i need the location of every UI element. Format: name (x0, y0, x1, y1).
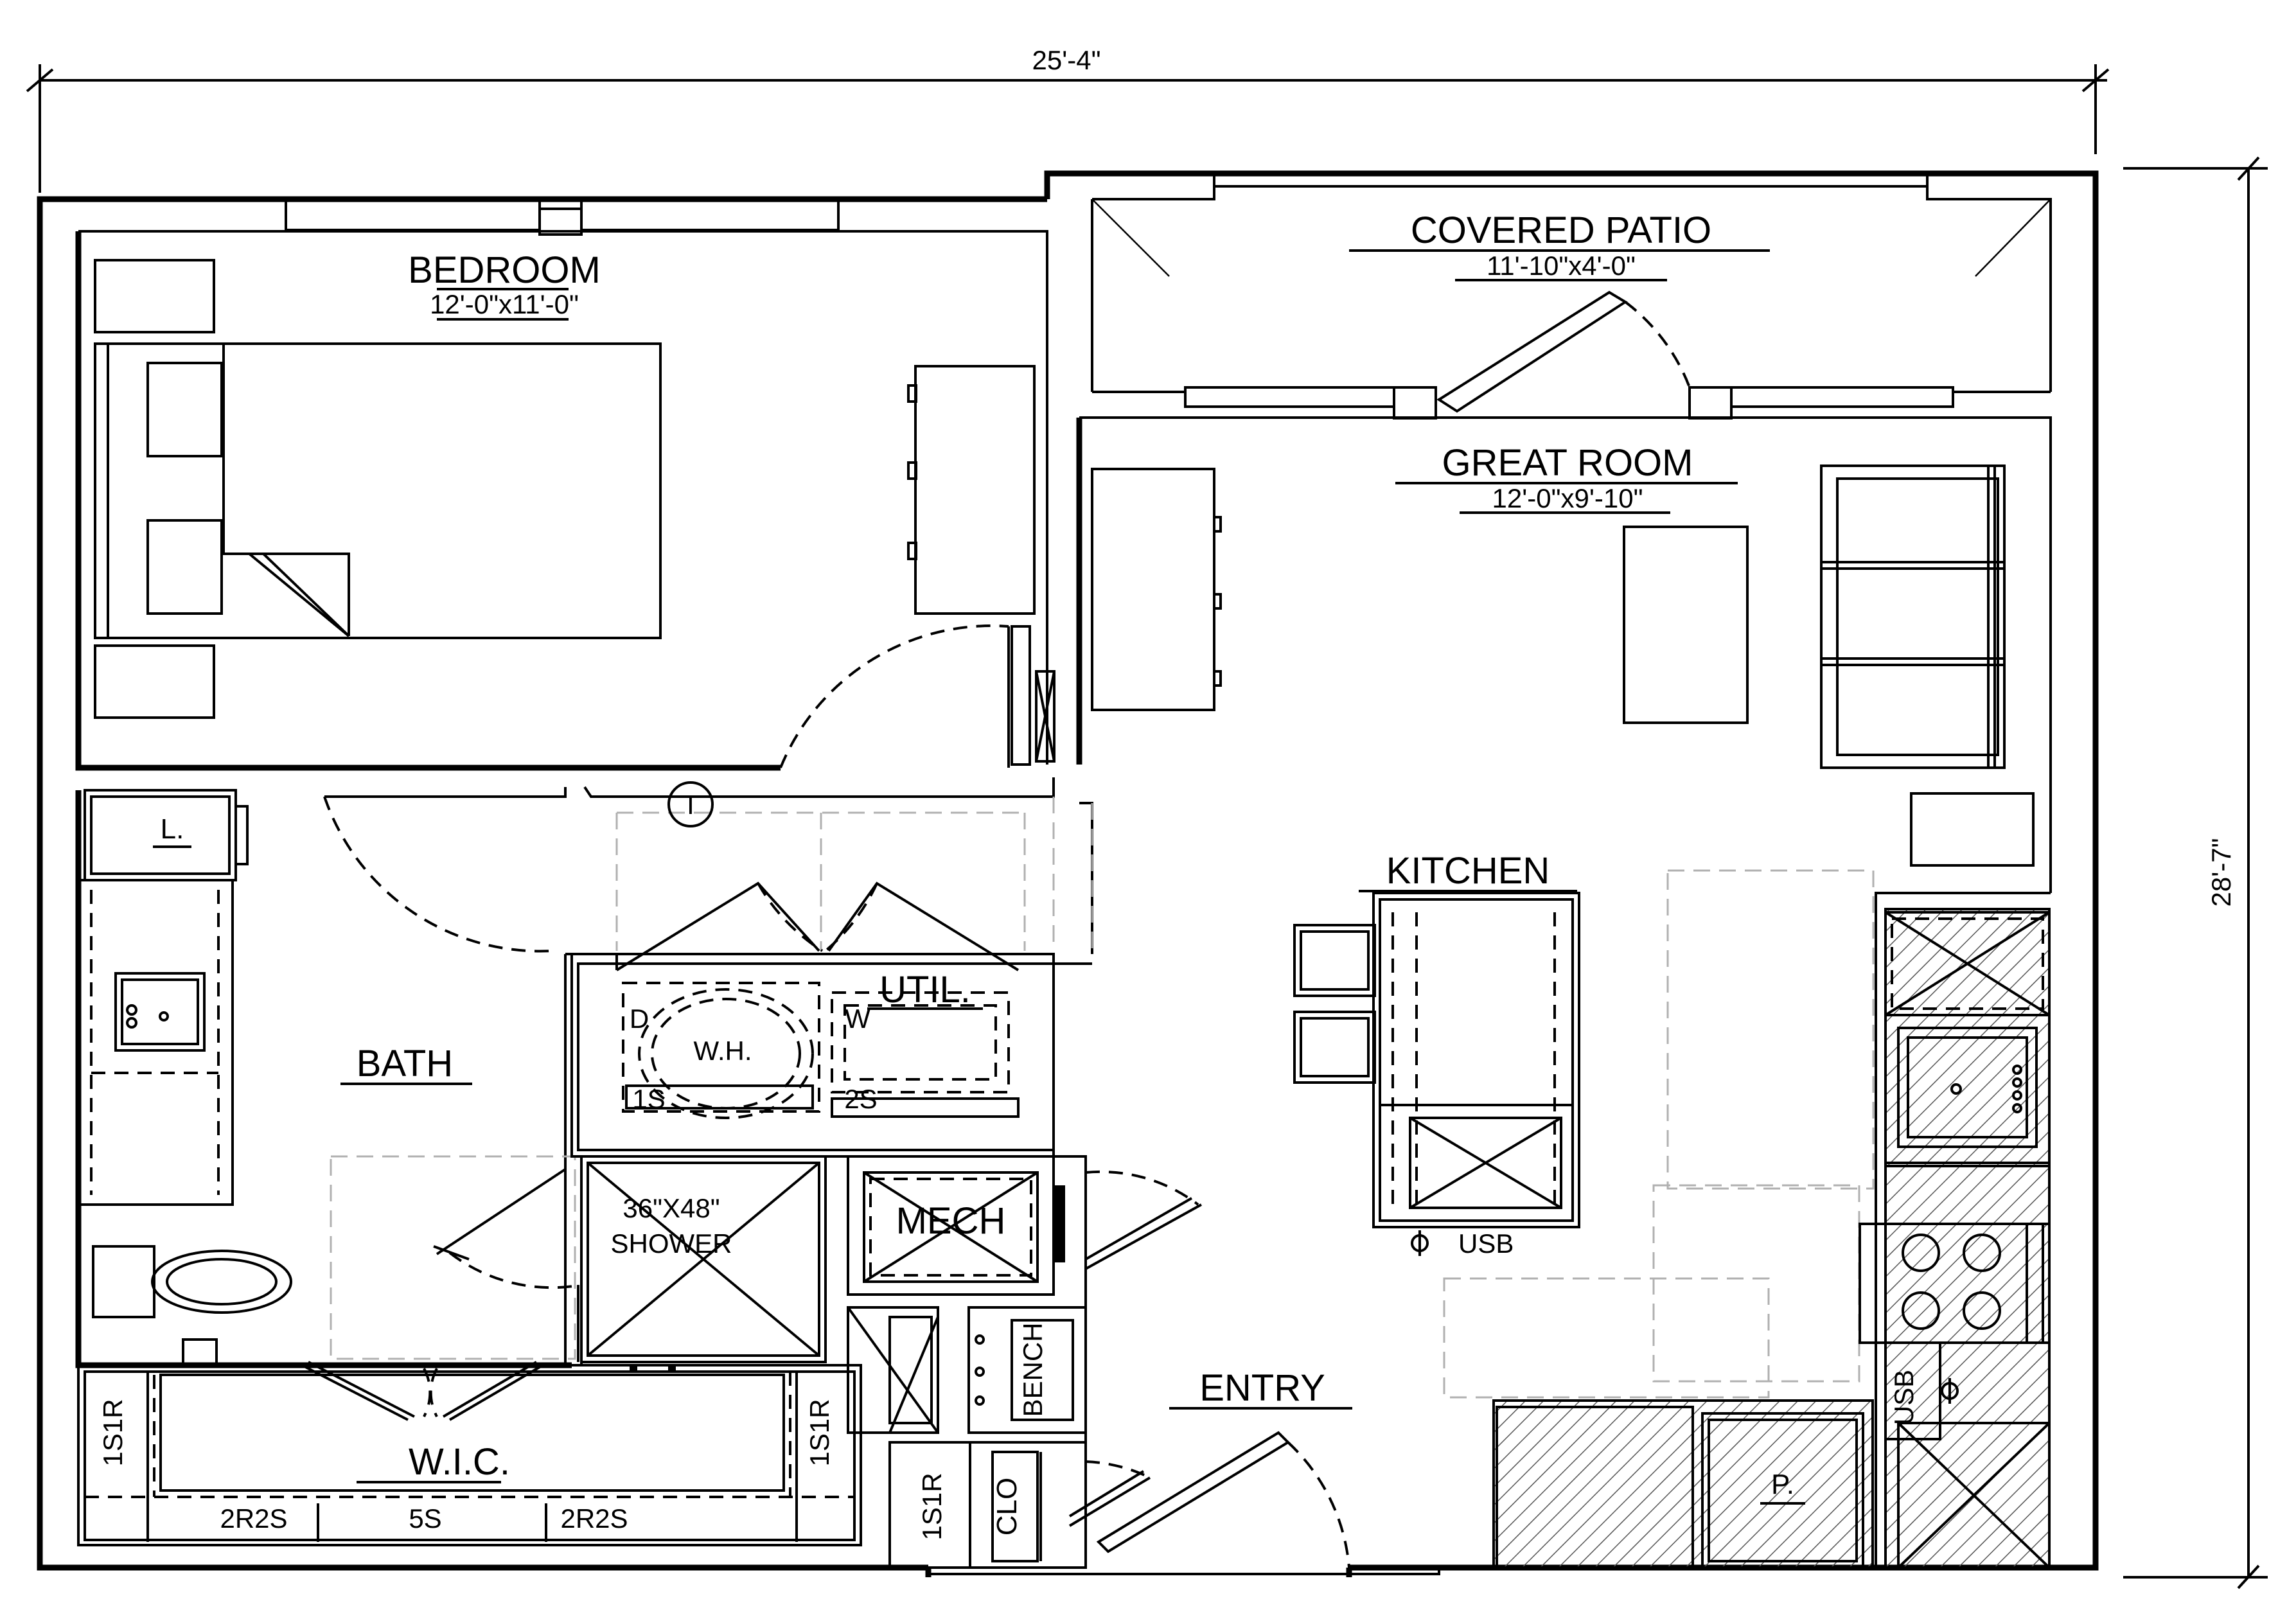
entry-storage: BENCH 1S1R CLO (847, 1306, 1151, 1569)
side-table (1910, 792, 2035, 867)
island-usb-label: USB (1458, 1228, 1514, 1259)
shower: 36"X48" SHOWER (433, 1155, 827, 1365)
washer-label: W (845, 1004, 870, 1034)
dresser (907, 365, 1036, 615)
thermostat-icon (667, 781, 714, 827)
bath-sink (114, 972, 206, 1052)
bench-label: BENCH (1018, 1322, 1048, 1417)
mech: MECH (847, 1155, 1202, 1296)
wic-label: W.I.C. (409, 1441, 510, 1483)
bar-stool-bottom (1293, 1011, 1376, 1084)
nightstand-bottom (94, 644, 215, 719)
entry-label: ENTRY (1199, 1367, 1325, 1409)
walk-in-closet: W.I.C. 1S1R 1S1R 2R2S 5S 2R2S (77, 1361, 862, 1546)
pantry-label: P. (1771, 1469, 1794, 1500)
bedroom-door-swing (779, 624, 1009, 768)
nightstand-top (94, 259, 215, 333)
great-room-label: GREAT ROOM (1442, 442, 1693, 484)
great-room-size: 12'-0"x9'-10" (1492, 483, 1643, 513)
bath: L. (77, 789, 827, 1367)
range-cooktop (1859, 1223, 2051, 1344)
closet-label: CLO (991, 1478, 1023, 1535)
overall-width-label: 25'-4" (1032, 45, 1101, 75)
bed (94, 342, 662, 639)
pantry (1701, 1412, 1864, 1569)
bedroom-window-right (580, 198, 840, 231)
patio-window-left (1184, 386, 1395, 408)
dryer-label: D (630, 1004, 649, 1034)
patio-label: COVERED PATIO (1411, 209, 1711, 251)
entry: ENTRY (1096, 1367, 1352, 1568)
bedroom: BEDROOM 12'-0"x11'-0" (75, 198, 1055, 771)
wic-bottom-right-label: 2R2S (560, 1503, 628, 1534)
utility: W.H. D W 1S 2S UTIL. T (570, 781, 1055, 1158)
sofa (1820, 464, 2006, 769)
kitchen-label: KITCHEN (1386, 850, 1550, 892)
wic-bottom-left-label: 2R2S (220, 1503, 287, 1534)
shower-size: 36"X48" (623, 1193, 720, 1223)
vanity (77, 879, 234, 1206)
bedroom-size: 12'-0"x11'-0" (430, 289, 579, 319)
shower-label: SHOWER (611, 1228, 732, 1259)
great-room: GREAT ROOM 12'-0"x9'-10" (1076, 416, 2052, 893)
closet-shelf-label: 1S1R (917, 1473, 947, 1540)
mech-label: MECH (896, 1200, 1006, 1242)
covered-patio: COVERED PATIO 11'-10"x4'-0" (1091, 173, 2052, 420)
wic-right-label: 1S1R (804, 1399, 835, 1466)
overall-depth-dimension: 28'-7" (2123, 156, 2268, 1589)
media-console (1091, 468, 1222, 711)
bench (967, 1306, 1087, 1434)
patio-size: 11'-10"x4'-0" (1487, 251, 1636, 281)
util-label: UTIL. (879, 969, 971, 1011)
upper-cabinet (1884, 911, 2051, 1016)
bar-stool-top (1293, 924, 1376, 997)
kitchen: USB USB (1293, 850, 2051, 1569)
kitchen-sink (1897, 1027, 2038, 1148)
coffee-table (1623, 526, 1749, 724)
bath-label: BATH (357, 1043, 453, 1084)
counter-usb-label: USB (1889, 1370, 1919, 1425)
toilet (92, 1245, 292, 1318)
patio-window-right (1730, 386, 1954, 408)
bedroom-window-left (285, 198, 541, 231)
wic-bottom-mid-label: 5S (409, 1503, 441, 1534)
shelf-1s-label: 1S (632, 1084, 665, 1114)
shelf-2s-label: 2S (844, 1084, 877, 1114)
wic-left-label: 1S1R (98, 1399, 128, 1466)
overall-depth-label: 28'-7" (2206, 838, 2236, 907)
water-heater-label: W.H. (694, 1036, 752, 1066)
interior-walls (75, 777, 1093, 1452)
corner-cabinet (1897, 1422, 2051, 1569)
water-heater (638, 988, 814, 1119)
bedroom-label: BEDROOM (408, 249, 601, 291)
overall-width-dimension: 25'-4" (26, 45, 2110, 193)
thermostat-label: T (682, 790, 699, 820)
kitchen-island (1372, 892, 1580, 1228)
patio-door (1436, 290, 1628, 413)
linen-label: L. (161, 813, 184, 845)
